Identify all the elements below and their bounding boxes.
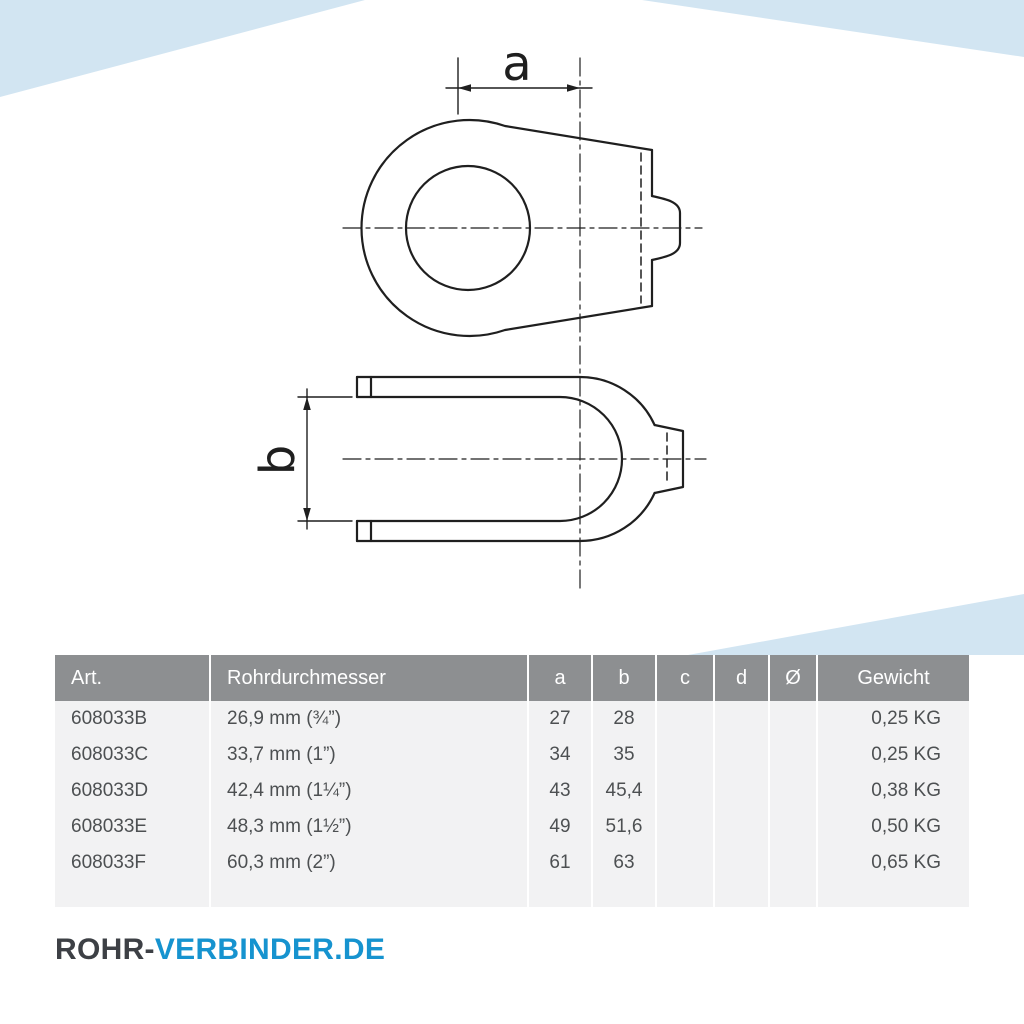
decorative-triangle-top-right (642, 0, 1024, 57)
cell-b: 45,4 (591, 773, 656, 809)
table-row: 608033F 60,3 mm (2”) 61 63 0,65 KG (55, 845, 969, 881)
cell-rohrdurchmesser: 42,4 mm (1¼”) (209, 773, 528, 809)
top-view-outline (360, 118, 654, 338)
cell-c (655, 737, 714, 773)
cell-diameter (768, 809, 817, 845)
front-view-outer-top (355, 375, 656, 427)
brand-logo: ROHR-VERBINDER.DE (55, 933, 385, 967)
dimension-a-label: a (502, 36, 531, 92)
dimension-b-arrow-top (303, 397, 311, 410)
front-view-inner-jaw (355, 395, 624, 523)
cell-d (713, 701, 769, 737)
col-header-diameter: Ø (768, 655, 817, 701)
cell-art: 608033D (55, 773, 210, 809)
cell-diameter (768, 773, 817, 809)
spacer-cell (527, 881, 592, 907)
cell-gewicht: 0,38 KG (816, 773, 969, 809)
cell-gewicht: 0,25 KG (816, 701, 969, 737)
cell-a: 34 (527, 737, 592, 773)
brand-logo-dark-text: ROHR- (55, 933, 155, 966)
top-view (360, 118, 682, 338)
dimension-a: a (445, 36, 593, 115)
dimension-b-arrow-bottom (303, 508, 311, 521)
cell-art: 608033C (55, 737, 210, 773)
spec-table: Art. Rohrdurchmesser a b c d Ø Gewicht 6… (55, 655, 969, 907)
cell-c (655, 773, 714, 809)
cell-diameter (768, 845, 817, 881)
brand-logo-blue-text: VERBINDER.DE (154, 933, 386, 966)
top-view-bore-circle (404, 164, 532, 292)
table-row: 608033D 42,4 mm (1¼”) 43 45,4 0,38 KG (55, 773, 969, 809)
cell-c (655, 701, 714, 737)
cell-d (713, 809, 769, 845)
decorative-triangle-top-left (0, 0, 365, 97)
dimension-a-arrow-right (567, 84, 580, 92)
cell-diameter (768, 737, 817, 773)
col-header-d: d (713, 655, 769, 701)
cell-art: 608033F (55, 845, 210, 881)
top-view-socket (650, 194, 682, 262)
cell-a: 43 (527, 773, 592, 809)
decorative-triangles (0, 0, 1024, 655)
dimension-a-arrow-left (458, 84, 471, 92)
cell-a: 61 (527, 845, 592, 881)
spacer-cell (591, 881, 656, 907)
table-spacer-row (55, 881, 969, 907)
col-header-a: a (527, 655, 592, 701)
spacer-cell (713, 881, 769, 907)
spec-table-body: 608033B 26,9 mm (¾”) 27 28 0,25 KG 60803… (55, 701, 969, 907)
cell-a: 27 (527, 701, 592, 737)
cell-b: 35 (591, 737, 656, 773)
cell-b: 28 (591, 701, 656, 737)
cell-art: 608033E (55, 809, 210, 845)
cell-rohrdurchmesser: 48,3 mm (1½”) (209, 809, 528, 845)
col-header-b: b (591, 655, 656, 701)
cell-d (713, 845, 769, 881)
cell-a: 49 (527, 809, 592, 845)
col-header-c: c (655, 655, 714, 701)
cell-b: 51,6 (591, 809, 656, 845)
front-view-outer-bottom (355, 491, 656, 543)
cell-gewicht: 0,65 KG (816, 845, 969, 881)
spacer-cell (655, 881, 714, 907)
cell-diameter (768, 701, 817, 737)
col-header-rohrdurchmesser: Rohrdurchmesser (209, 655, 528, 701)
spec-table-header: Art. Rohrdurchmesser a b c d Ø Gewicht (55, 655, 969, 701)
dimension-b-label: b (250, 445, 306, 475)
table-row: 608033E 48,3 mm (1½”) 49 51,6 0,50 KG (55, 809, 969, 845)
cell-b: 63 (591, 845, 656, 881)
cell-c (655, 845, 714, 881)
table-row: 608033B 26,9 mm (¾”) 27 28 0,25 KG (55, 701, 969, 737)
cell-d (713, 773, 769, 809)
cell-d (713, 737, 769, 773)
col-header-gewicht: Gewicht (816, 655, 969, 701)
header-row: Art. Rohrdurchmesser a b c d Ø Gewicht (55, 655, 969, 701)
spacer-cell (768, 881, 817, 907)
cell-gewicht: 0,25 KG (816, 737, 969, 773)
cell-c (655, 809, 714, 845)
cell-rohrdurchmesser: 60,3 mm (2”) (209, 845, 528, 881)
cell-rohrdurchmesser: 33,7 mm (1”) (209, 737, 528, 773)
spacer-cell (816, 881, 969, 907)
cell-gewicht: 0,50 KG (816, 809, 969, 845)
table-row: 608033C 33,7 mm (1”) 34 35 0,25 KG (55, 737, 969, 773)
cell-rohrdurchmesser: 26,9 mm (¾”) (209, 701, 528, 737)
spacer-cell (209, 881, 528, 907)
col-header-art: Art. (55, 655, 210, 701)
front-view (355, 375, 685, 543)
decorative-triangle-right (688, 594, 1024, 655)
front-view-socket (653, 423, 685, 495)
technical-drawing: a b (250, 36, 707, 589)
centerlines (342, 57, 707, 589)
cell-art: 608033B (55, 701, 210, 737)
dimension-b: b (250, 388, 353, 530)
spacer-cell (55, 881, 210, 907)
